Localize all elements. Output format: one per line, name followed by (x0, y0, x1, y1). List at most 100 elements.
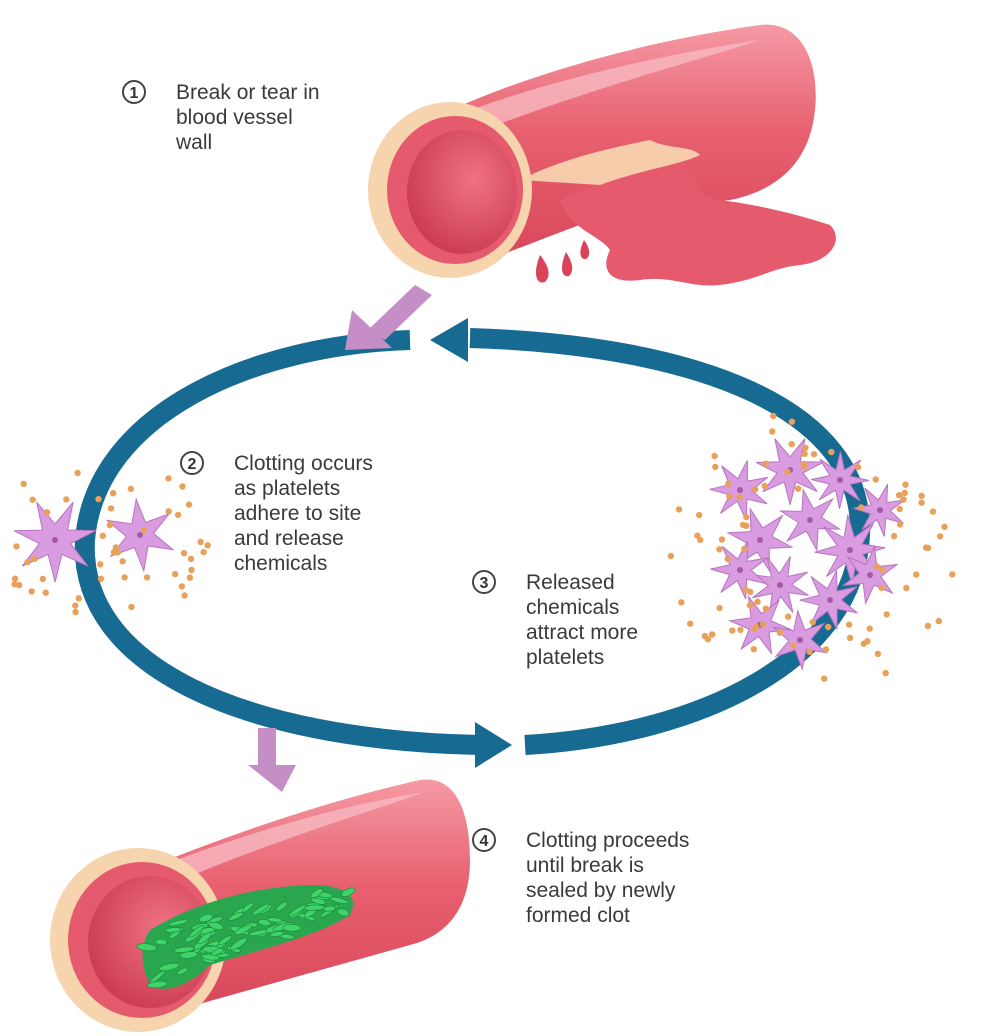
chemical-dot (788, 418, 796, 425)
chemical-dot (751, 625, 759, 633)
clot-fiber (198, 913, 214, 923)
chemical-dot (864, 638, 871, 645)
chemical-dot (109, 490, 117, 497)
step-1-line: Break or tear in (176, 81, 320, 104)
chemical-dots (11, 412, 956, 682)
chemical-dot (935, 617, 942, 625)
chemical-dot (99, 532, 107, 539)
chemical-dot (761, 482, 768, 490)
chemical-dot (866, 625, 873, 632)
chemical-dot (63, 496, 70, 503)
chemical-dot (900, 496, 907, 503)
step-arrow-down-bottom (248, 728, 296, 792)
chemical-dot (762, 460, 769, 467)
chemical-dot (165, 475, 172, 482)
chemical-dot (806, 648, 813, 655)
clot-fiber (252, 903, 270, 916)
chemical-dot (121, 574, 128, 581)
chemical-dot (197, 538, 204, 546)
chemical-dot (846, 634, 854, 641)
chemical-dot (874, 650, 882, 657)
chemical-dot (16, 581, 23, 589)
chemical-dot (678, 599, 685, 606)
chemical-dot (687, 620, 694, 627)
step-2-line: and release (234, 527, 344, 550)
chemical-dot (729, 627, 736, 634)
platelet-nucleus (52, 537, 58, 543)
chemical-dot (143, 574, 151, 581)
chemical-dot (180, 549, 188, 557)
chemical-dot (822, 646, 830, 653)
chemical-dot (883, 611, 890, 618)
chemical-dot (743, 513, 750, 521)
chemical-dot (716, 604, 723, 612)
chemical-dot (845, 621, 853, 628)
chemical-dot (769, 428, 776, 435)
chemical-dot (179, 483, 186, 490)
chemical-dot (902, 481, 909, 488)
chemical-dot (119, 558, 126, 565)
chemical-dot (929, 508, 937, 515)
cycle-arrow-right (469, 328, 871, 755)
blood-drop (535, 255, 549, 283)
chemical-dot (801, 463, 808, 470)
chemical-dot (873, 563, 881, 570)
clot-fiber (341, 887, 356, 898)
platelet-nucleus (137, 532, 143, 538)
chemical-dot (726, 492, 733, 500)
chemical-dot (107, 505, 115, 512)
chemical-dot (759, 621, 767, 628)
chemical-dot (29, 496, 36, 503)
chemical-dot (185, 501, 193, 508)
step-2-line: chemicals (234, 552, 328, 575)
chemical-dot (112, 544, 120, 551)
chemical-dot (204, 542, 211, 549)
chemical-dot (696, 511, 703, 519)
chemical-dot (181, 592, 188, 599)
chemical-dot (903, 584, 910, 592)
chemical-dot (770, 412, 777, 420)
chemical-dot (165, 508, 172, 515)
step-arrow-down-top (345, 285, 432, 350)
chemical-dot (810, 451, 818, 458)
torn-vessel-lumen (407, 130, 517, 254)
chemical-dot (675, 506, 683, 513)
chemical-dot (187, 555, 195, 563)
chemical-dot (750, 646, 757, 653)
platelet-nucleus (867, 572, 873, 578)
chemical-dot (788, 440, 795, 448)
platelet-nucleus (737, 487, 743, 493)
clot-fiber (167, 919, 189, 927)
sealed-vessel-highlight (150, 792, 425, 885)
step-1-line: blood vessel (176, 106, 293, 129)
clot-fibers (136, 887, 356, 989)
chemical-dot (741, 545, 748, 553)
step-2-line: adhere to site (234, 502, 362, 525)
clot-fiber (310, 888, 324, 899)
chemical-dot (879, 566, 886, 573)
chemical-dot (709, 631, 716, 638)
cycle-arrow-left (74, 330, 481, 755)
chemical-dot (924, 622, 932, 630)
chemical-dot (171, 570, 179, 578)
chemical-dot (878, 584, 885, 591)
step-3-line: platelets (526, 646, 605, 669)
chemical-dot (794, 485, 802, 492)
chemical-dot (901, 489, 908, 497)
clot-fiber (201, 953, 220, 961)
clot-fiber (336, 908, 350, 917)
chemical-dot (188, 566, 195, 574)
platelet-group (13, 438, 906, 672)
step-3-line: chemicals (526, 596, 620, 619)
clot-fiber (159, 962, 180, 972)
chemical-dot (762, 605, 770, 612)
chemical-dot (936, 533, 944, 540)
chemical-dot (140, 526, 148, 534)
chemical-dot (784, 468, 791, 475)
clot-fiber (310, 897, 327, 905)
clot-fiber (208, 921, 224, 931)
chemical-dot (924, 544, 932, 552)
chemical-dot (737, 626, 744, 634)
chemical-dot (747, 588, 754, 596)
